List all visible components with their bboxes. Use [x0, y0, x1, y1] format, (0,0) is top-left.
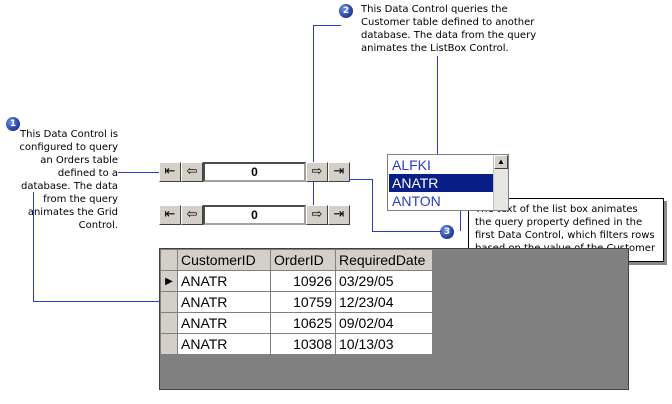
connector-line: [33, 301, 185, 302]
move-last-button[interactable]: ⇥: [328, 205, 350, 225]
cell-order-id[interactable]: 10926: [270, 270, 336, 292]
cell-order-id[interactable]: 10308: [270, 333, 336, 355]
cell-required-date[interactable]: 09/02/04: [335, 312, 433, 334]
scroll-up-icon[interactable]: ▲: [494, 155, 508, 169]
move-last-button[interactable]: ⇥: [328, 162, 350, 182]
move-next-button[interactable]: ⇨: [306, 162, 328, 182]
row-selector[interactable]: [160, 333, 178, 355]
cell-customer-id[interactable]: ANATR: [177, 291, 271, 313]
row-selector-header: [160, 249, 178, 271]
connector-line: [437, 56, 438, 164]
customer-listbox[interactable]: ALFKI ANATR ANTON ▲: [387, 154, 509, 211]
callout-2-text: This Data Control queries the Customer t…: [361, 4, 537, 54]
cell-order-id[interactable]: 10759: [270, 291, 336, 313]
table-row[interactable]: ANATR 10308 10/13/03: [160, 333, 433, 355]
column-header[interactable]: CustomerID: [177, 249, 271, 271]
move-first-button[interactable]: ⇤: [159, 162, 181, 182]
row-selector[interactable]: [160, 312, 178, 334]
column-header[interactable]: RequiredDate: [335, 249, 433, 271]
move-next-button[interactable]: ⇨: [306, 205, 328, 225]
row-selector[interactable]: [160, 291, 178, 313]
table-row[interactable]: ANATR 10759 12/23/04: [160, 291, 433, 313]
connector-line: [460, 201, 461, 231]
move-previous-button[interactable]: ⇦: [181, 162, 203, 182]
cell-customer-id[interactable]: ANATR: [177, 333, 271, 355]
grid-table: CustomerID OrderID RequiredDate ▶ ANATR …: [160, 249, 433, 355]
connector-line: [313, 25, 314, 215]
list-item[interactable]: ANTON: [392, 193, 441, 209]
move-first-button[interactable]: ⇤: [159, 205, 181, 225]
current-row-indicator-icon: ▶: [160, 270, 178, 292]
record-caption: 0: [203, 205, 306, 225]
connector-line: [372, 231, 442, 232]
cell-customer-id[interactable]: ANATR: [177, 270, 271, 292]
listbox-scrollbar[interactable]: ▲: [493, 155, 508, 210]
record-caption: 0: [203, 162, 306, 182]
cell-order-id[interactable]: 10625: [270, 312, 336, 334]
list-item-selected[interactable]: ANATR: [389, 174, 493, 192]
connector-line: [346, 179, 372, 180]
callout-badge-3: 3: [440, 225, 454, 239]
cell-customer-id[interactable]: ANATR: [177, 312, 271, 334]
orders-grid[interactable]: CustomerID OrderID RequiredDate ▶ ANATR …: [159, 248, 629, 390]
connector-line: [33, 192, 34, 302]
grid-header-row: CustomerID OrderID RequiredDate: [160, 249, 433, 271]
table-row[interactable]: ANATR 10625 09/02/04: [160, 312, 433, 334]
move-previous-button[interactable]: ⇦: [181, 205, 203, 225]
list-item[interactable]: ALFKI: [392, 157, 431, 173]
cell-required-date[interactable]: 03/29/05: [335, 270, 433, 292]
cell-required-date[interactable]: 10/13/03: [335, 333, 433, 355]
callout-badge-1: 1: [6, 117, 20, 131]
table-row[interactable]: ▶ ANATR 10926 03/29/05: [160, 270, 433, 292]
column-header[interactable]: OrderID: [270, 249, 336, 271]
callout-1-text: This Data Control is configured to query…: [19, 129, 118, 231]
connector-line: [313, 25, 341, 26]
cell-required-date[interactable]: 12/23/04: [335, 291, 433, 313]
callout-badge-2: 2: [339, 4, 353, 18]
connector-line: [372, 179, 373, 232]
